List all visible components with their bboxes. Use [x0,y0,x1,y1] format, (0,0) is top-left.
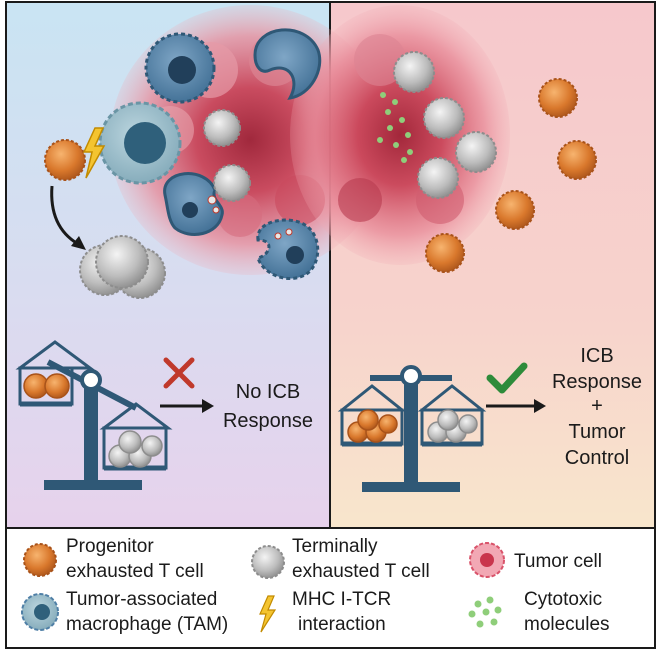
progenitor-exhausted-t-cell [538,78,578,118]
progenitor-exhausted-t-cell [557,140,597,180]
legend-cyto-line1: Cytotoxic [524,589,602,610]
left-outcome-line1: No ICB [236,381,300,403]
tam-cell [253,28,322,100]
right-outcome-line3: + [591,395,603,417]
cytotoxic-dots-icon [468,596,502,628]
legend-terminal-line2: exhausted T cell [292,561,430,582]
terminal-exhausted-t-cell [213,164,251,202]
terminal-exhausted-t-cell [455,131,497,173]
tumor-cell-icon [469,542,505,578]
tumor-mass-right [290,5,510,265]
tam-icon [21,593,59,631]
legend-terminal-line1: Terminally [292,536,378,557]
terminal-exhausted-t-cell [417,157,459,199]
tam-cell [256,218,320,281]
balance-scale-icon [337,365,487,492]
legend-progenitor-line2: exhausted T cell [66,561,204,582]
progenitor-cell-pair [23,373,70,399]
tam-cell [144,32,216,104]
arrowhead [202,399,214,413]
cytotoxic-molecules [377,92,413,163]
right-outcome-line5: Control [565,447,629,469]
terminal-exhausted-t-cell [423,97,465,139]
terminal-cell-group [427,409,478,443]
arrowhead [71,236,86,250]
tam-cell [98,101,182,185]
legend-tam-line2: macrophage (TAM) [66,614,228,635]
right-outcome-line2: Response [552,371,642,393]
legend-tam-line1: Tumor-associated [66,589,217,610]
legend-cyto-line2: molecules [524,614,610,635]
tam-cell [163,172,224,236]
legend: Progenitor exhausted T cell Terminally e… [21,536,610,635]
balance-scale-icon [15,340,173,490]
terminal-cell-icon [251,545,285,579]
cross-icon [163,357,195,389]
legend-mhc-line1: MHC I-TCR [292,589,391,610]
right-outcome-line4: Tumor [568,421,625,443]
check-icon [486,362,528,394]
left-outcome-line2: Response [223,410,313,432]
progenitor-exhausted-t-cell [425,233,465,273]
differentiation-arrow [50,185,79,246]
right-outcome-line1: ICB [580,345,613,367]
progenitor-exhausted-t-cell [495,190,535,230]
arrowhead [534,399,546,413]
legend-mhc-line2: interaction [298,614,386,635]
progenitor-cell-group [347,409,398,443]
terminal-exhausted-t-cell [203,109,241,147]
terminal-exhausted-t-cell [393,51,435,93]
legend-progenitor-line1: Progenitor [66,536,154,557]
terminal-exhausted-t-cell-cluster [79,235,166,299]
progenitor-exhausted-t-cell [44,139,86,181]
legend-tumor: Tumor cell [514,551,602,572]
lightning-icon [259,595,277,633]
lightning-icon [82,127,106,179]
progenitor-cell-icon [23,543,57,577]
terminal-cell-group [108,430,163,468]
